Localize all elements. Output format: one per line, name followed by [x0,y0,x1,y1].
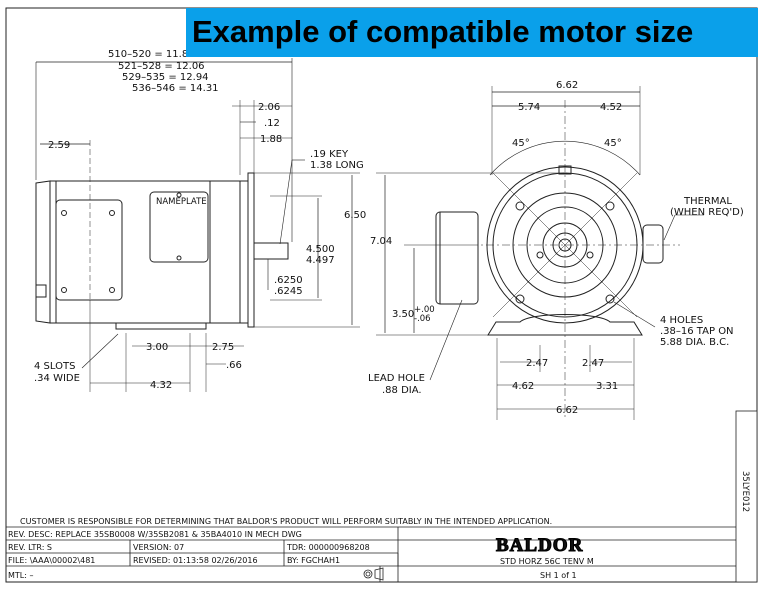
material: MTL: – [8,571,33,580]
key-label-2: 1.38 LONG [310,160,364,171]
projection-symbol-icon [363,567,384,581]
dim-2-47-right: 2.47 [582,358,604,369]
dim-3-31: 3.31 [596,381,618,392]
dim-7-04: 7.04 [370,236,392,247]
thermal-label-1: THERMAL [683,196,732,207]
side-label-box [735,410,758,583]
dim-4-500: 4.500 [306,244,335,255]
dim-2-59: 2.59 [48,140,70,151]
lead-hole-label-1: LEAD HOLE [368,373,425,384]
dim-6-62-bottom: 6.62 [556,405,578,416]
drawing-description: STD HORZ 56C TENV M [500,557,594,566]
dim-4-62: 4.62 [512,381,534,392]
holes-label-3: 5.88 DIA. B.C. [660,337,729,348]
drawing-number-vertical: 35LYE012 [740,471,750,512]
key-label-1: .19 KEY [310,149,349,160]
dim-6-62-top: 6.62 [556,80,578,91]
tolerance-plus: +.00 [414,305,435,315]
caption-banner [186,8,758,57]
dim-0-6250: .6250 [274,275,303,286]
holes-label-1: 4 HOLES [660,315,703,326]
dim-2-47-left: 2.47 [526,358,548,369]
tdr-number: TDR: 000000968208 [286,543,370,552]
dim-3-50: 3.50 [392,309,414,320]
frame-length-4: 536–546 = 14.31 [132,83,219,94]
dim-2-06: 2.06 [258,102,280,113]
dim-2-75: 2.75 [212,342,234,353]
dim-4-52: 4.52 [600,102,622,113]
holes-label-2: .38–16 TAP ON [660,326,734,337]
dim-6-50: 6.50 [344,210,366,221]
dim-4-497: 4.497 [306,255,335,266]
side-view [35,58,360,392]
dim-5-74: 5.74 [518,102,540,113]
dim-0-66: .66 [226,360,242,371]
tolerance-minus: -.06 [414,314,431,324]
sheet-border [5,7,758,583]
lead-hole-label-2: .88 DIA. [382,385,422,396]
dim-0-6245: .6245 [274,286,303,297]
file-path: FILE: \AAA\00002\481 [8,556,95,565]
sheet-number: SH 1 of 1 [540,571,577,580]
title-block-lines [6,526,736,582]
revised-date: REVISED: 01:13:58 02/26/2016 [133,556,258,565]
version: VERSION: 07 [133,543,184,552]
rev-ltr: REV. LTR: S [8,543,52,552]
dim-3-00: 3.00 [146,342,168,353]
slots-label-1: 4 SLOTS [34,361,75,372]
frame-length-2: 521–528 = 12.06 [118,61,205,72]
end-view [376,86,704,420]
thermal-label-2: (WHEN REQ'D) [670,207,744,218]
frame-length-3: 529–535 = 12.94 [122,72,209,83]
dim-1-88: 1.88 [260,134,282,145]
slots-label-2: .34 WIDE [34,373,80,384]
angle-left: 45° [512,138,530,149]
drawn-by: BY: FGCHAH1 [287,556,340,565]
dim-4-32: 4.32 [150,380,172,391]
caption-banner-text: Example of compatible motor size [192,14,694,49]
nameplate-label: NAMEPLATE [156,197,207,207]
baldor-logo: BALDOR [496,535,583,556]
angle-right: 45° [604,138,622,149]
disclaimer-text: CUSTOMER IS RESPONSIBLE FOR DETERMINING … [20,517,552,526]
dim-0-12: .12 [264,118,280,129]
frame-length-1: 510–520 = 11.82 [108,49,195,60]
rev-desc: REV. DESC: REPLACE 35SB0008 W/35SB2081 &… [8,530,302,539]
